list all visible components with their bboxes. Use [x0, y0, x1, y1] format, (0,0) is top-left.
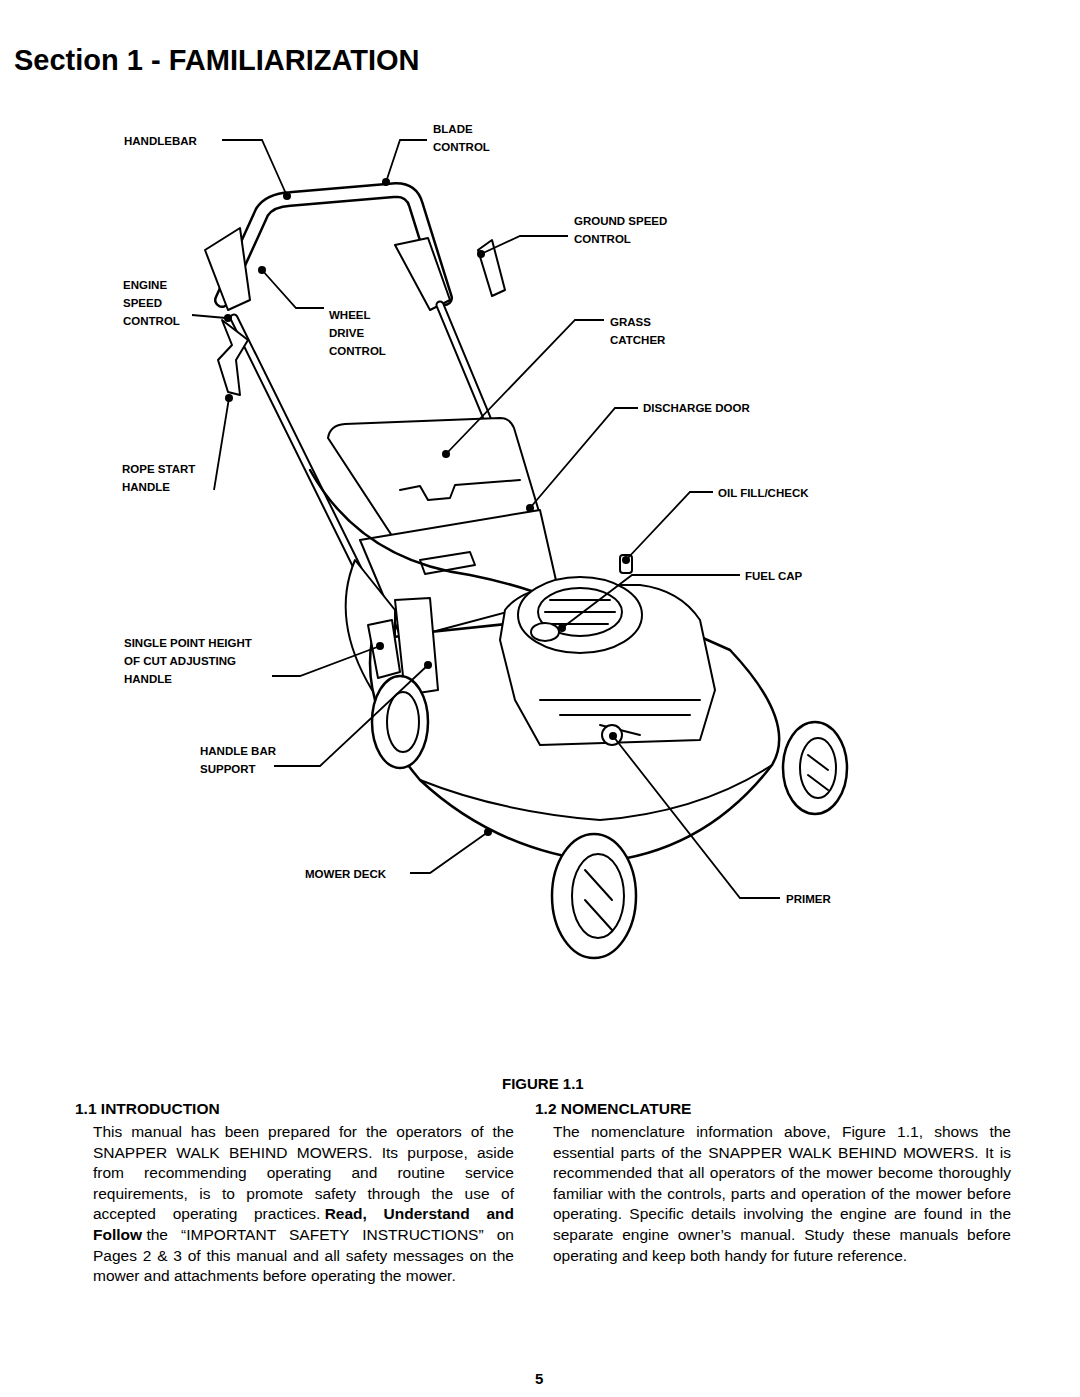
body-text: the “IMPORTANT SAFETY INSTRUCTIONS” on P…	[93, 1226, 514, 1284]
part-label: GRASS CATCHER	[610, 313, 676, 349]
part-label: PRIMER	[786, 890, 831, 908]
part-label: DISCHARGE DOOR	[643, 399, 750, 417]
part-label: FUEL CAP	[745, 567, 802, 585]
body-text: The nomenclature information above, Figu…	[553, 1122, 1011, 1266]
part-label: ROPE START HANDLE	[122, 460, 210, 496]
section-heading: 1.1 INTRODUCTION	[75, 1100, 220, 1118]
part-label: SINGLE POINT HEIGHT OF CUT ADJUSTING HAN…	[124, 634, 256, 688]
figure-caption: FIGURE 1.1	[502, 1075, 584, 1092]
paragraph: This manual has been prepared for the op…	[93, 1122, 514, 1287]
part-label: MOWER DECK	[305, 865, 386, 883]
part-label: OIL FILL/CHECK	[718, 484, 809, 502]
part-label: HANDLE BAR SUPPORT	[200, 742, 288, 778]
part-label: WHEEL DRIVE CONTROL	[329, 306, 395, 360]
section-title: Section 1 - FAMILIARIZATION	[14, 44, 419, 77]
part-label: ENGINE SPEED CONTROL	[123, 276, 189, 330]
section-heading: 1.2 NOMENCLATURE	[535, 1100, 691, 1118]
part-label: BLADE CONTROL	[433, 120, 497, 156]
page-number: 5	[535, 1370, 543, 1387]
part-label: HANDLEBAR	[124, 132, 197, 150]
part-label: GROUND SPEED CONTROL	[574, 212, 686, 248]
